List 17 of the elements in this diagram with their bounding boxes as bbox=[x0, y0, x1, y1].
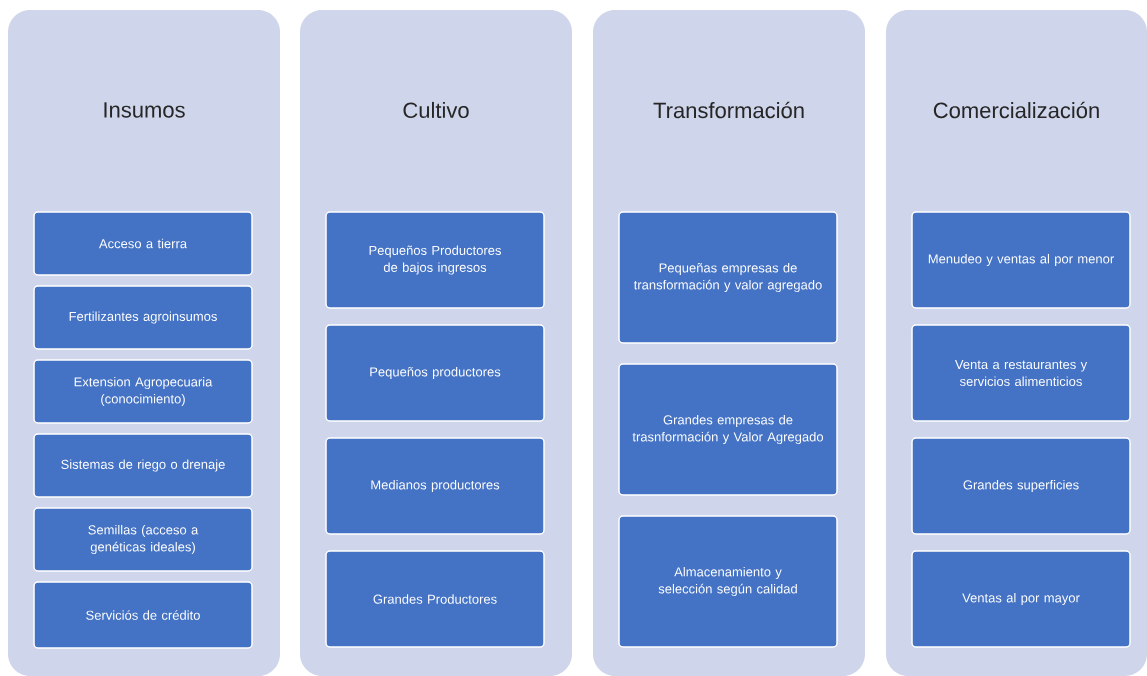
process-box: Almacenamiento y selección según calidad bbox=[618, 515, 838, 648]
process-box: Menudeo y ventas al por menor bbox=[911, 211, 1131, 309]
process-box: Pequeños Productores de bajos ingresos bbox=[325, 211, 545, 309]
process-box: Venta a restaurantes y servicios alimenticios bbox=[911, 324, 1131, 422]
process-box: Medianos productores bbox=[325, 437, 545, 535]
process-box: Acceso a tierra bbox=[33, 211, 253, 276]
process-box: Pequeños productores bbox=[325, 324, 545, 422]
process-box: Sistemas de riego o drenaje bbox=[33, 433, 253, 498]
process-box: Fertilizantes agroinsumos bbox=[33, 285, 253, 350]
process-box: Grandes superficies bbox=[911, 437, 1131, 535]
process-box: Grandes empresas de trasnformación y Valor Agregado bbox=[618, 363, 838, 496]
process-box: Grandes Productores bbox=[325, 550, 545, 648]
process-box: Ventas al por mayor bbox=[911, 550, 1131, 648]
process-box: Serviciós de crédito bbox=[33, 581, 253, 649]
process-box: Pequeñas empresas de transformación y valor agregado bbox=[618, 211, 838, 344]
process-box: Extension Agropecuaria (conocimiento) bbox=[33, 359, 253, 424]
process-box: Semillas (acceso a genéticas ideales) bbox=[33, 507, 253, 572]
